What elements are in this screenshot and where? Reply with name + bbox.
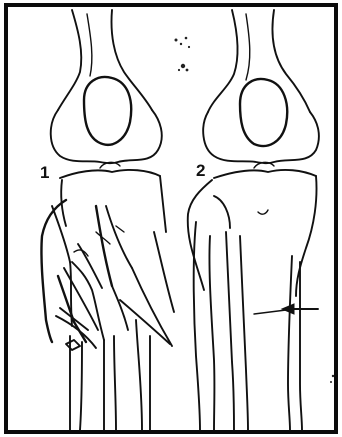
panel-2-right-knee (188, 10, 319, 430)
scan-specks (175, 37, 335, 383)
figure-frame (6, 5, 336, 432)
panel-label-2: 2 (196, 161, 205, 180)
femur-condyles-2 (203, 112, 319, 163)
tibial-plateau-1 (60, 170, 160, 178)
fracture-fragments-1 (41, 200, 66, 342)
tibial-plateau-2 (214, 170, 316, 178)
patella-2 (240, 79, 287, 146)
arrow-marker-icon (254, 304, 318, 314)
femur-condyles-1 (51, 110, 162, 163)
femur-shaft-2 (208, 10, 238, 112)
panel-1-left-knee (41, 10, 174, 430)
patella-1 (84, 77, 131, 145)
tibia-shaft-2 (226, 232, 234, 430)
tibia-metaphysis-2 (188, 180, 212, 290)
fibula-2 (194, 222, 200, 430)
panel-label-1: 1 (40, 163, 49, 182)
femur-shaft-1 (58, 10, 81, 110)
